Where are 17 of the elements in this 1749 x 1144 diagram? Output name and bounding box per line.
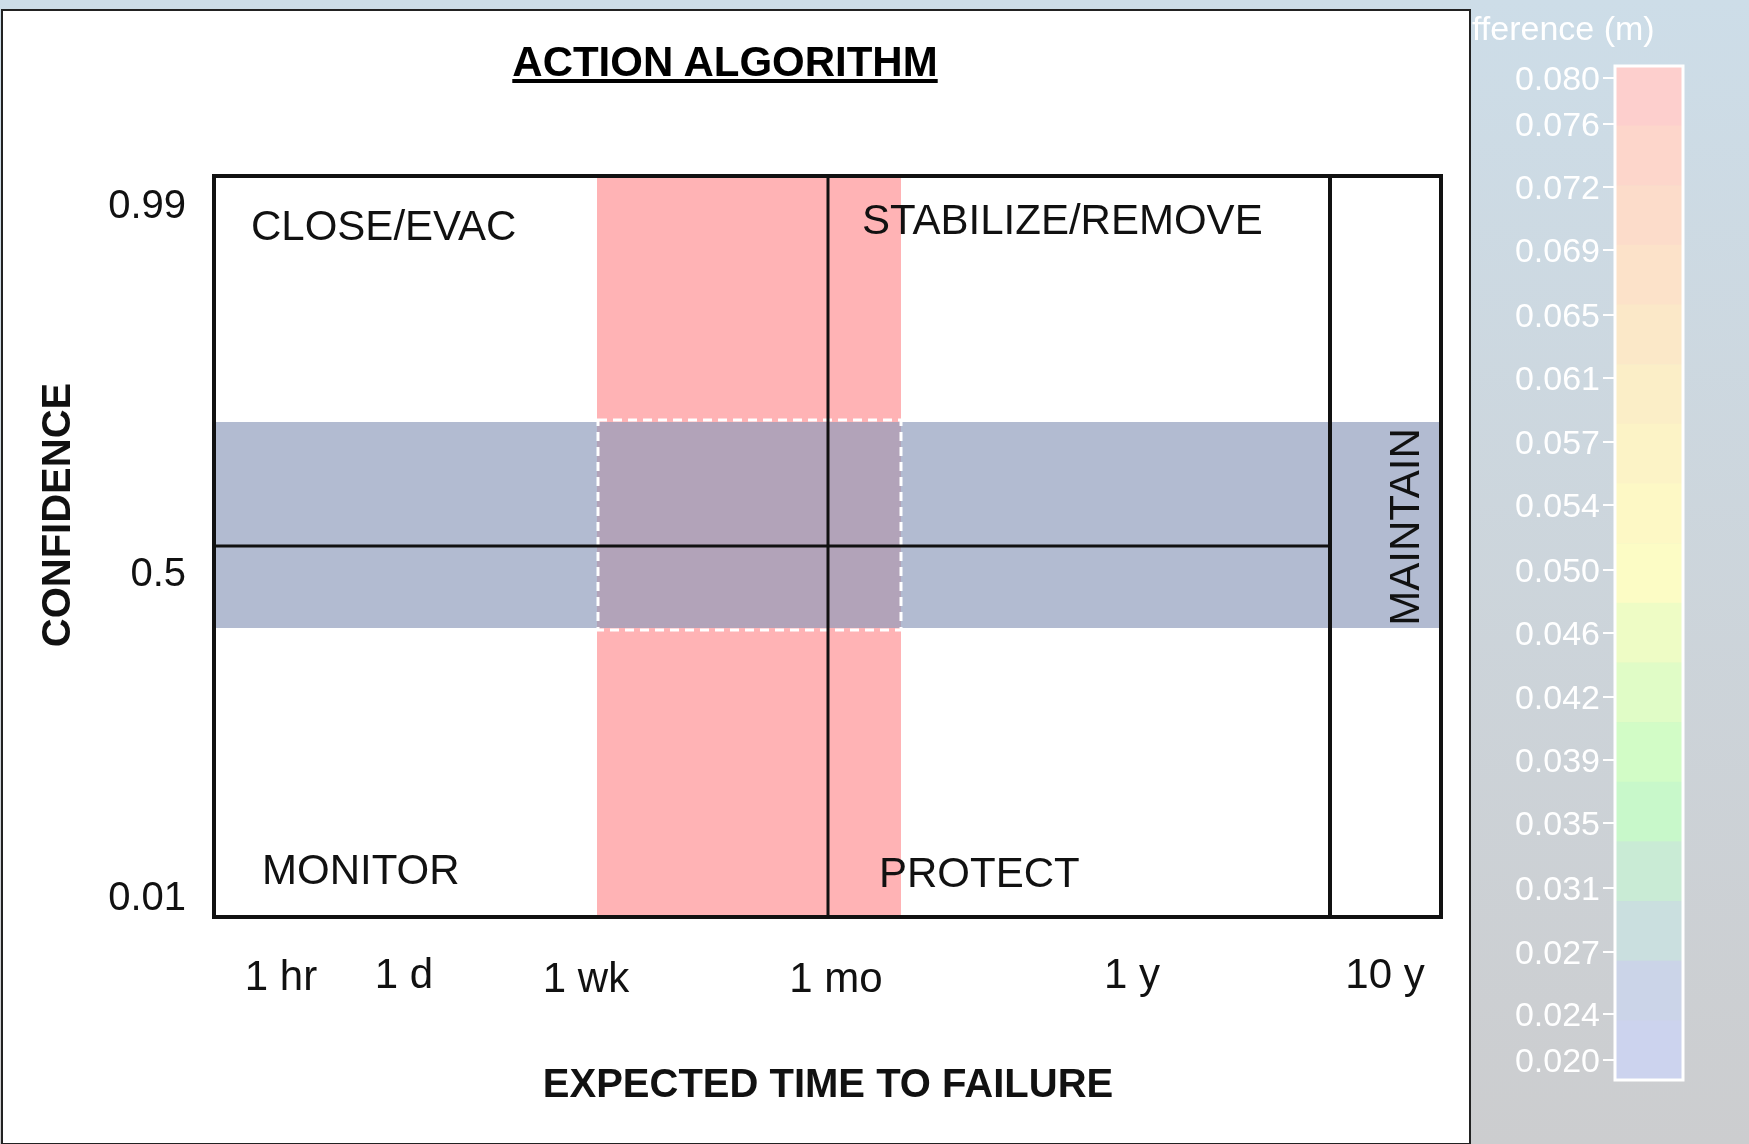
axis-title: EXPECTED TIME TO FAILURE — [542, 1063, 1114, 1103]
axis-title: CONFIDENCE — [36, 382, 76, 648]
axis-tick-label: 10 y — [1345, 953, 1425, 995]
axis-tick-label: 1 hr — [244, 955, 318, 997]
zone-label: PROTECT — [879, 852, 1080, 894]
chart-title: ACTION ALGORITHM — [512, 41, 938, 83]
axis-tick-label: 0.01 — [108, 876, 186, 916]
axis-tick-label: 0.5 — [130, 552, 186, 592]
axis-tick-label: 0.99 — [108, 184, 186, 224]
axis-tick-label: 1 wk — [542, 957, 630, 999]
zone-label: CLOSE/EVAC — [251, 205, 517, 247]
axis-tick-label: 1 y — [1104, 953, 1160, 995]
zone-label: MONITOR — [262, 849, 460, 891]
axis-tick-label: 1 d — [374, 953, 434, 995]
zone-label: STABILIZE/REMOVE — [862, 199, 1263, 241]
zone-label: MAINTAIN — [1384, 428, 1426, 626]
axis-tick-label: 1 mo — [789, 957, 883, 999]
